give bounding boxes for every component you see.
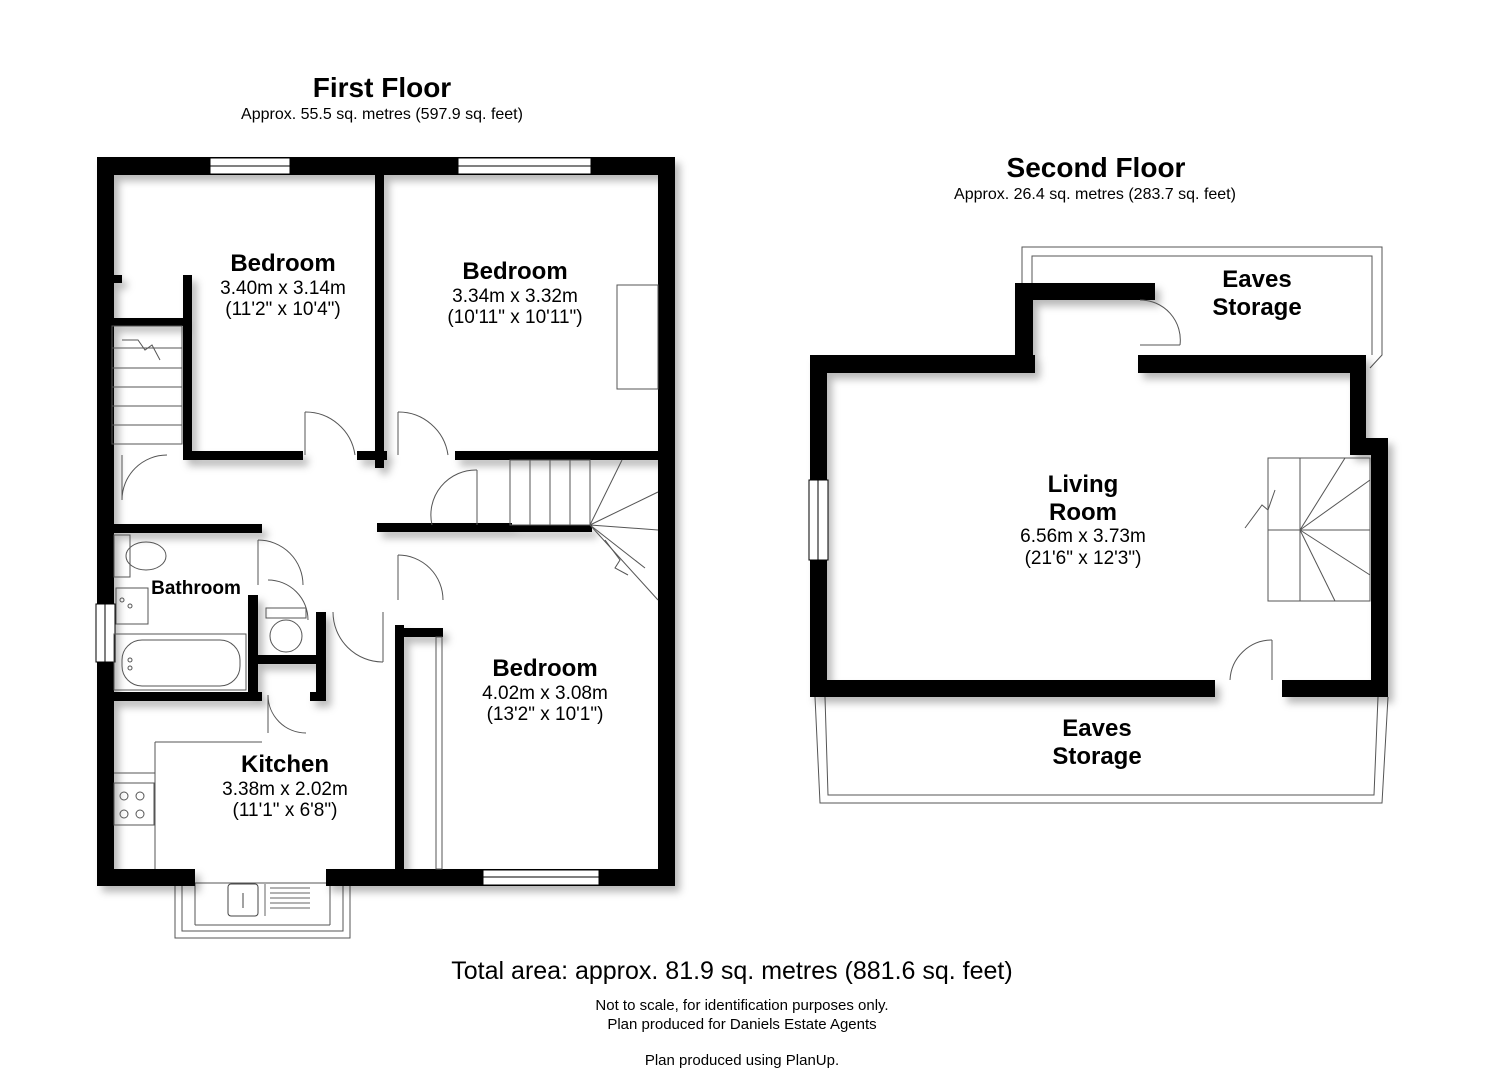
room-bedroom-2: Bedroom 3.34m x 3.32m (10'11" x 10'11") bbox=[405, 258, 625, 329]
room-imperial: (13'2" x 10'1") bbox=[486, 704, 604, 726]
second-floor-window bbox=[808, 479, 829, 561]
room-name: Bedroom bbox=[230, 250, 336, 277]
first-floor-fixtures bbox=[111, 284, 659, 870]
room-imperial: (11'1" x 6'8") bbox=[232, 800, 338, 822]
room-eaves-storage-bottom: Eaves Storage bbox=[1052, 715, 1142, 770]
room-living-room: Living Room 6.56m x 3.73m (21'6" x 12'3"… bbox=[983, 471, 1183, 570]
room-name: Bedroom bbox=[462, 258, 568, 285]
first-floor-plan bbox=[95, 157, 675, 939]
first-floor-area: Approx. 55.5 sq. metres (597.9 sq. feet) bbox=[241, 106, 523, 123]
room-bedroom-3: Bedroom 4.02m x 3.08m (13'2" x 10'1") bbox=[445, 655, 645, 726]
room-imperial: (21'6" x 12'3") bbox=[1024, 548, 1142, 570]
first-floor-title: First Floor bbox=[312, 72, 452, 103]
room-metric: 3.38m x 2.02m bbox=[222, 778, 348, 800]
eaves-outlines bbox=[814, 246, 1389, 804]
room-name: Living Room bbox=[1047, 471, 1119, 526]
room-kitchen: Kitchen 3.38m x 2.02m (11'1" x 6'8") bbox=[185, 751, 385, 822]
first-floor-windows bbox=[95, 157, 600, 886]
room-bedroom-1: Bedroom 3.40m x 3.14m (11'2" x 10'4") bbox=[183, 250, 383, 321]
footer-note-produced-for: Plan produced for Daniels Estate Agents bbox=[607, 1016, 877, 1033]
room-name: Bedroom bbox=[492, 655, 598, 682]
total-area: Total area: approx. 81.9 sq. metres (881… bbox=[451, 957, 1013, 985]
second-floor-title: Second Floor bbox=[1006, 152, 1186, 183]
room-metric: 6.56m x 3.73m bbox=[1020, 526, 1146, 548]
second-floor-walls bbox=[810, 283, 1388, 697]
bay-window bbox=[174, 882, 351, 939]
second-floor-plan bbox=[808, 246, 1389, 804]
footer-note-scale: Not to scale, for identification purpose… bbox=[595, 997, 889, 1014]
kitchen-sink bbox=[227, 883, 310, 917]
footer-note-planup: Plan produced using PlanUp. bbox=[644, 1052, 840, 1069]
room-metric: 3.34m x 3.32m bbox=[452, 285, 578, 307]
room-imperial: (11'2" x 10'4") bbox=[225, 299, 341, 321]
second-floor-area: Approx. 26.4 sq. metres (283.7 sq. feet) bbox=[954, 186, 1236, 203]
second-floor-fixtures bbox=[1139, 299, 1371, 681]
room-imperial: (10'11" x 10'11") bbox=[447, 307, 583, 329]
room-name: Kitchen bbox=[240, 751, 329, 778]
room-metric: 4.02m x 3.08m bbox=[482, 682, 608, 704]
room-metric: 3.40m x 3.14m bbox=[220, 277, 346, 299]
room-bathroom: Bathroom bbox=[151, 578, 241, 599]
room-eaves-storage-top: Eaves Storage bbox=[1212, 266, 1302, 321]
